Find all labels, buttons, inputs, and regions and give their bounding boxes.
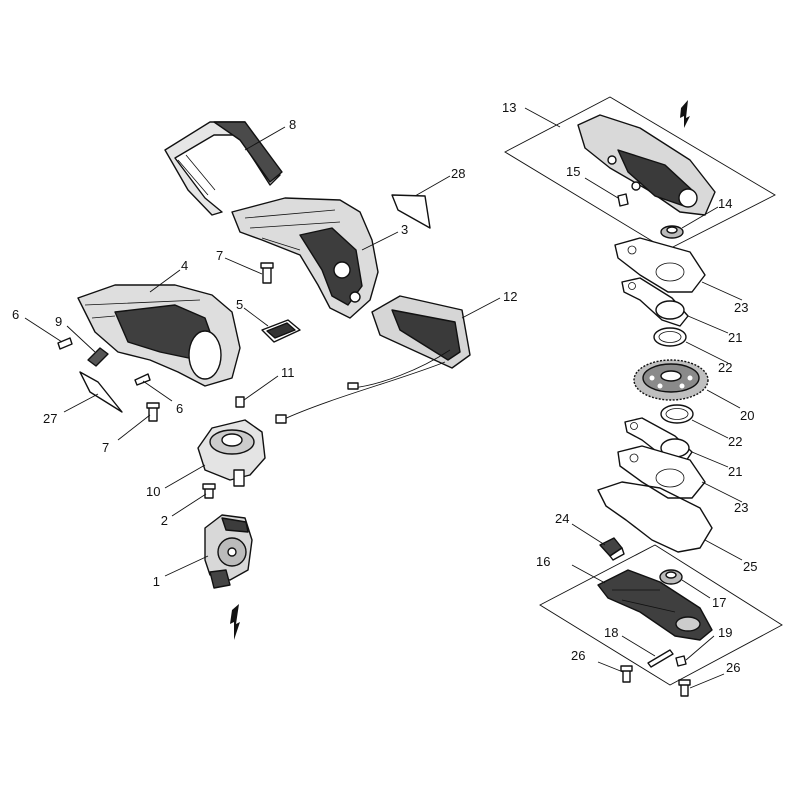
part-18-pin <box>647 649 674 668</box>
callout-7-bottom: 7 <box>102 440 109 455</box>
callout-21-upper: 21 <box>728 330 742 345</box>
callout-1: 1 <box>153 574 160 589</box>
part-1-motor <box>204 514 253 589</box>
part-19-nut <box>675 655 687 667</box>
callout-13: 13 <box>502 100 516 115</box>
callout-22-lower: 22 <box>728 434 742 449</box>
callout-6-right: 6 <box>176 401 183 416</box>
callout-21-lower: 21 <box>728 464 742 479</box>
part-22-ring-lower <box>660 404 694 424</box>
part-26-screw-a <box>620 665 633 683</box>
callout-10: 10 <box>146 484 160 499</box>
callout-3: 3 <box>401 222 408 237</box>
direction-arrow-right <box>680 100 690 128</box>
part-28-label <box>391 194 431 229</box>
group-16-box <box>539 544 783 686</box>
part-17-bearing <box>659 569 683 585</box>
part-12-switch-assembly <box>275 295 471 424</box>
callout-2: 2 <box>161 513 168 528</box>
callout-11: 11 <box>281 365 295 380</box>
part-11-screw <box>235 396 245 408</box>
part-21-arm-lower <box>624 417 693 465</box>
callout-17: 17 <box>712 595 726 610</box>
part-5-filter <box>261 319 301 343</box>
part-23-plate-lower <box>617 445 706 499</box>
callout-22-upper: 22 <box>718 360 732 375</box>
callout-18: 18 <box>604 625 618 640</box>
part-15-pin <box>617 193 629 207</box>
callout-23-upper: 23 <box>734 300 748 315</box>
callout-19: 19 <box>718 625 732 640</box>
part-2-screw <box>202 483 216 499</box>
part-7-screw-a <box>260 262 274 284</box>
part-4-motor-housing <box>77 284 241 387</box>
callout-8: 8 <box>289 117 296 132</box>
part-8-handle <box>164 121 283 216</box>
part-3-upper-housing <box>231 197 379 319</box>
callout-28: 28 <box>451 166 465 181</box>
callout-25: 25 <box>743 559 757 574</box>
callout-26-left: 26 <box>571 648 585 663</box>
part-6-screw-a <box>57 337 73 350</box>
part-13-gear-case <box>577 114 716 216</box>
part-21-arm-upper <box>621 277 689 327</box>
part-20-gear <box>633 359 709 401</box>
leader-lines <box>24 107 743 689</box>
callout-24: 24 <box>555 511 569 526</box>
part-23-plate-upper <box>614 237 706 293</box>
callout-23-lower: 23 <box>734 500 748 515</box>
part-24-clamp <box>599 537 625 561</box>
callout-14: 14 <box>718 196 732 211</box>
part-22-ring-upper <box>653 327 687 347</box>
part-27-label <box>79 371 123 413</box>
callout-4: 4 <box>181 258 188 273</box>
direction-arrow-left <box>230 604 240 640</box>
callout-27: 27 <box>43 411 57 426</box>
part-14-bearing <box>660 225 684 239</box>
callout-7-top: 7 <box>216 248 223 263</box>
callout-6-left: 6 <box>12 307 19 322</box>
callout-labels: 1 2 3 4 5 6 6 7 7 8 9 10 11 12 13 14 15 … <box>12 100 757 675</box>
part-25-gasket <box>597 481 713 553</box>
callout-9: 9 <box>55 314 62 329</box>
callout-26-right: 26 <box>726 660 740 675</box>
callout-20: 20 <box>740 408 754 423</box>
group-13-box <box>504 96 776 251</box>
callout-15: 15 <box>566 164 580 179</box>
part-16-gear-case-lower <box>597 569 713 641</box>
callout-16: 16 <box>536 554 550 569</box>
part-6-screw-b <box>134 373 151 386</box>
part-7-screw-b <box>146 402 160 422</box>
callout-5: 5 <box>236 297 243 312</box>
part-10-fan-housing <box>197 419 266 487</box>
callout-12: 12 <box>503 289 517 304</box>
part-26-screw-b <box>678 679 691 697</box>
part-9-clip <box>87 347 109 367</box>
